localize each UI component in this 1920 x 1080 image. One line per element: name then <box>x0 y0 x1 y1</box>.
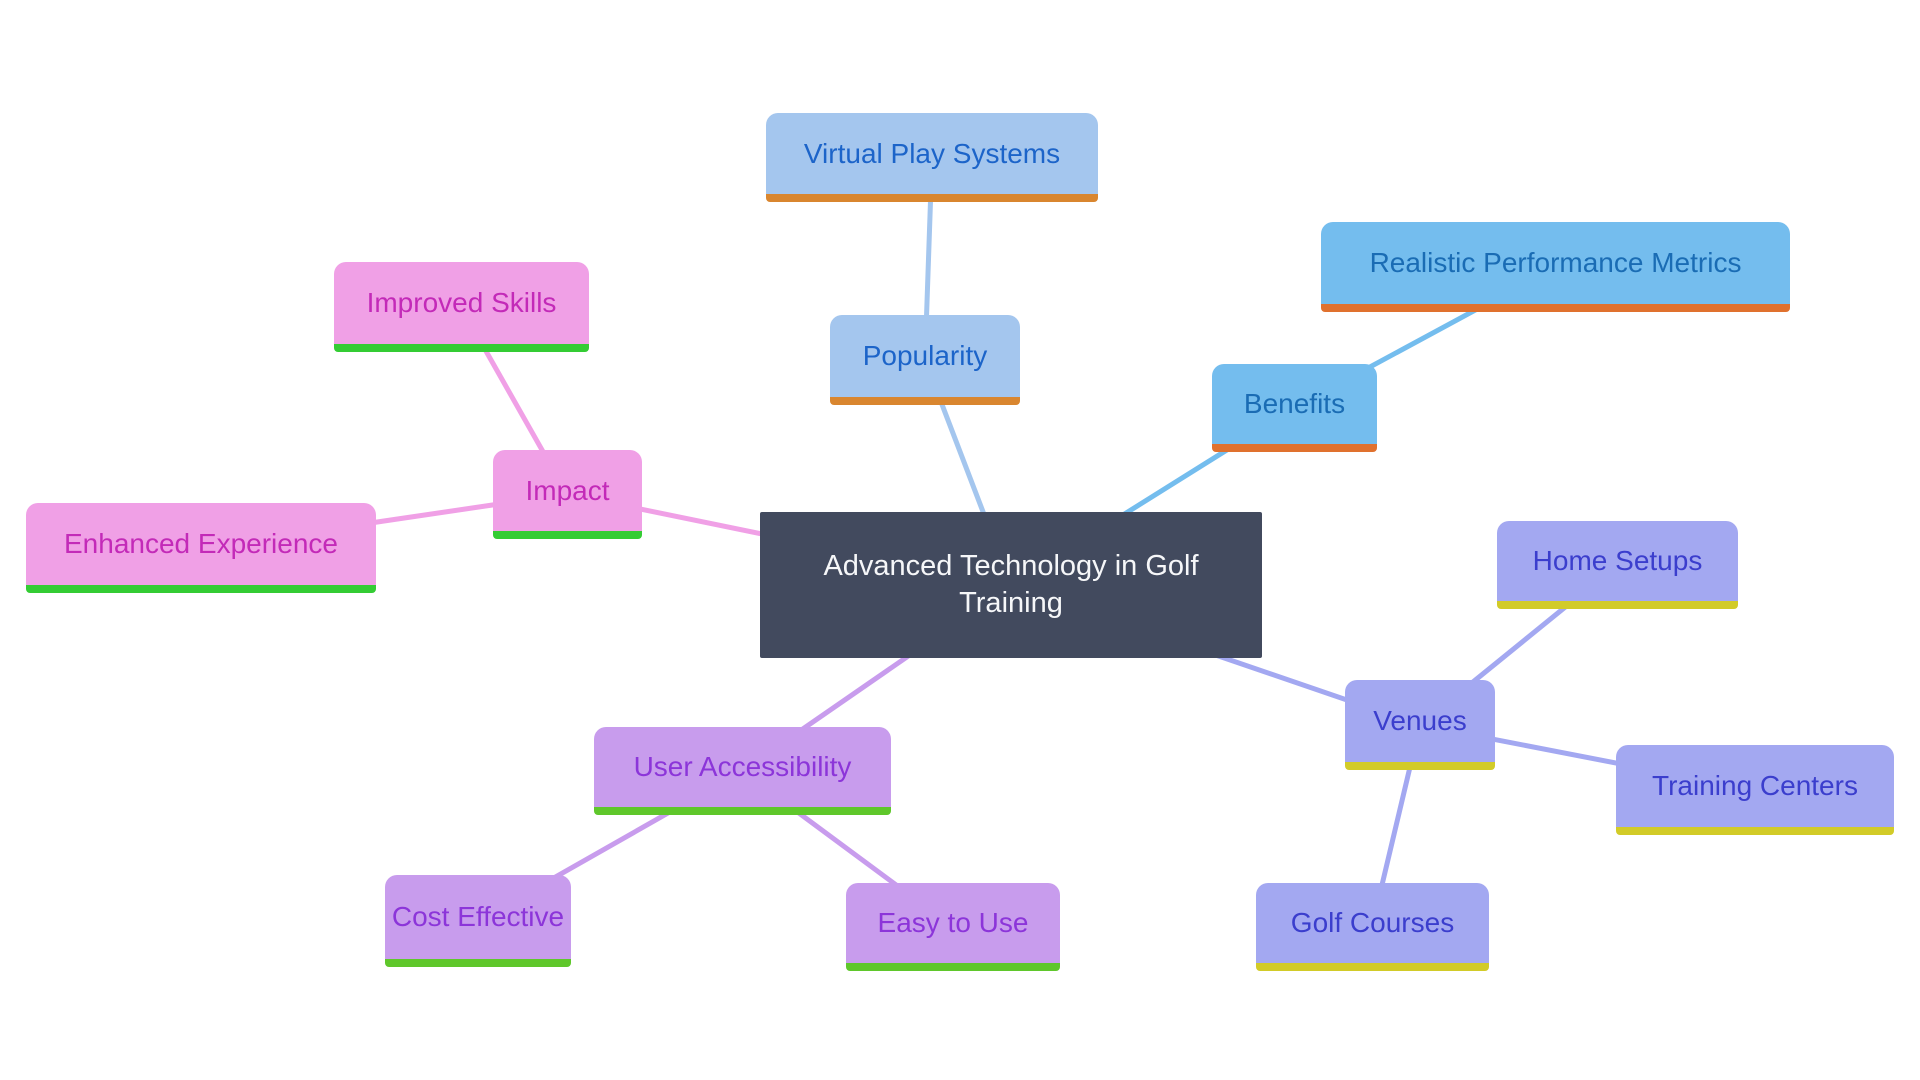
realistic-performance-metrics-label: Realistic Performance Metrics <box>1369 247 1742 278</box>
node-home-setups[interactable]: Home Setups <box>1497 521 1738 609</box>
benefits-label: Benefits <box>1243 388 1346 419</box>
node-realistic-performance-metrics[interactable]: Realistic Performance Metrics <box>1321 222 1790 312</box>
node-virtual-play-systems[interactable]: Virtual Play Systems <box>766 113 1098 202</box>
cost-effective-label: Cost Effective <box>391 901 565 932</box>
node-benefits[interactable]: Benefits <box>1212 364 1377 452</box>
golf-courses-label: Golf Courses <box>1290 907 1455 938</box>
node-golf-courses[interactable]: Golf Courses <box>1256 883 1489 971</box>
popularity-label: Popularity <box>862 340 988 371</box>
node-improved-skills[interactable]: Improved Skills <box>334 262 589 352</box>
node-venues[interactable]: Venues <box>1345 680 1495 770</box>
easy-to-use-label: Easy to Use <box>877 907 1029 938</box>
node-enhanced-experience[interactable]: Enhanced Experience <box>26 503 376 593</box>
node-training-centers[interactable]: Training Centers <box>1616 745 1894 835</box>
node-user-accessibility[interactable]: User Accessibility <box>594 727 891 815</box>
central-topic-label: Advanced Technology in Golf Training <box>823 549 1199 619</box>
virtual-play-systems-label: Virtual Play Systems <box>803 137 1061 169</box>
enhanced-experience-label: Enhanced Experience <box>64 528 338 559</box>
improved-skills-label: Improved Skills <box>366 287 557 318</box>
venues-label: Venues <box>1373 705 1467 736</box>
node-impact[interactable]: Impact <box>493 450 642 539</box>
node-easy-to-use[interactable]: Easy to Use <box>846 883 1060 971</box>
node-cost-effective[interactable]: Cost Effective <box>385 875 571 967</box>
training-centers-label: Training Centers <box>1652 770 1858 801</box>
node-central-topic[interactable]: Advanced Technology in Golf Training <box>760 512 1262 658</box>
home-setups-label: Home Setups <box>1532 545 1703 576</box>
impact-label: Impact <box>525 474 610 506</box>
node-popularity[interactable]: Popularity <box>830 315 1020 405</box>
user-accessibility-label: User Accessibility <box>633 751 852 782</box>
